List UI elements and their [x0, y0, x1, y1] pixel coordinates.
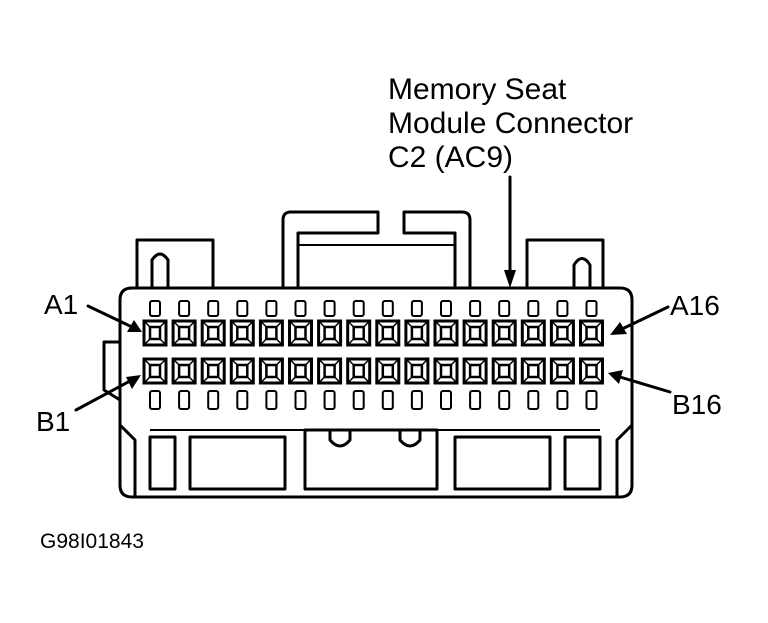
- pin-slot-top: [585, 300, 598, 317]
- pin-a16: [579, 319, 604, 347]
- pin-a13: [491, 319, 517, 347]
- pin-slot-top: [265, 300, 278, 317]
- pin-slot-bottom: [149, 390, 161, 410]
- pin-slot-top: [381, 300, 394, 317]
- pin-b12: [462, 357, 488, 385]
- pin-b4: [229, 357, 255, 385]
- pin-slot-bottom: [323, 390, 336, 410]
- pin-slot-bottom: [352, 390, 365, 410]
- pin-slot-bottom: [410, 390, 423, 410]
- label-b1: B1: [36, 406, 70, 437]
- figure-code: G98I01843: [40, 530, 144, 553]
- pin-b14: [520, 357, 546, 385]
- pin-slot-top: [323, 300, 336, 317]
- a16-arrow: [610, 305, 670, 335]
- pin-a6: [288, 319, 313, 347]
- pin-b6: [288, 357, 313, 385]
- pin-slot-bottom: [498, 390, 511, 410]
- pin-a7: [317, 319, 343, 347]
- pin-a3: [200, 319, 226, 347]
- pin-slot-top: [207, 300, 220, 317]
- pin-b5: [258, 357, 284, 385]
- label-a1: A1: [44, 289, 78, 320]
- pin-b13: [491, 357, 517, 385]
- pin-a15: [549, 319, 575, 347]
- pin-slot-top: [498, 300, 511, 317]
- b1-arrow: [74, 375, 141, 412]
- pin-b1: [142, 357, 168, 385]
- pin-b9: [375, 357, 401, 385]
- pin-slot-bottom: [556, 390, 569, 410]
- pin-a10: [404, 319, 430, 347]
- pin-slot-bottom: [207, 390, 220, 410]
- pin-slot-top: [440, 300, 452, 317]
- label-a16: A16: [670, 290, 720, 321]
- pin-slot-top: [527, 300, 540, 317]
- pin-slot-bottom: [440, 390, 452, 410]
- pin-a2: [171, 319, 197, 347]
- pin-slot-top: [556, 300, 569, 317]
- pin-b15: [549, 357, 575, 385]
- title-line-3: C2 (AC9): [388, 141, 513, 174]
- pin-a8: [346, 319, 372, 347]
- title-leader-arrow: [504, 175, 516, 288]
- pin-slot-top: [352, 300, 365, 317]
- pin-a9: [375, 319, 401, 347]
- pin-slot-top: [469, 300, 482, 317]
- pin-slot-top: [178, 300, 191, 317]
- pin-b7: [317, 357, 343, 385]
- pin-b2: [171, 357, 197, 385]
- pin-b10: [404, 357, 430, 385]
- pin-slot-bottom: [469, 390, 482, 410]
- label-b16: B16: [672, 389, 722, 420]
- connector-body: [102, 210, 634, 499]
- pin-slot-bottom: [381, 390, 394, 410]
- pin-slot-bottom: [265, 390, 278, 410]
- pin-a1: [142, 319, 168, 347]
- title-line-1: Memory Seat: [388, 73, 567, 106]
- pin-slot-top: [236, 300, 249, 317]
- pin-slot-top: [410, 300, 423, 317]
- pin-a5: [258, 319, 284, 347]
- pin-slot-bottom: [585, 390, 598, 410]
- pin-a12: [462, 319, 488, 347]
- title-line-2: Module Connector: [388, 107, 633, 140]
- pin-a11: [433, 319, 459, 347]
- pin-slot-bottom: [178, 390, 191, 410]
- pin-slot-bottom: [527, 390, 540, 410]
- pin-slot-top: [149, 300, 161, 317]
- pin-b11: [433, 357, 459, 385]
- pin-a4: [229, 319, 255, 347]
- pin-slot-bottom: [294, 390, 307, 410]
- pin-slot-bottom: [236, 390, 249, 410]
- pin-a14: [520, 319, 546, 347]
- pin-slot-top: [294, 300, 307, 317]
- pin-b8: [346, 357, 372, 385]
- b16-arrow: [608, 370, 672, 394]
- pin-b3: [200, 357, 226, 385]
- pin-b16: [579, 357, 604, 385]
- pin-grid: [142, 300, 604, 410]
- a1-arrow: [86, 304, 142, 332]
